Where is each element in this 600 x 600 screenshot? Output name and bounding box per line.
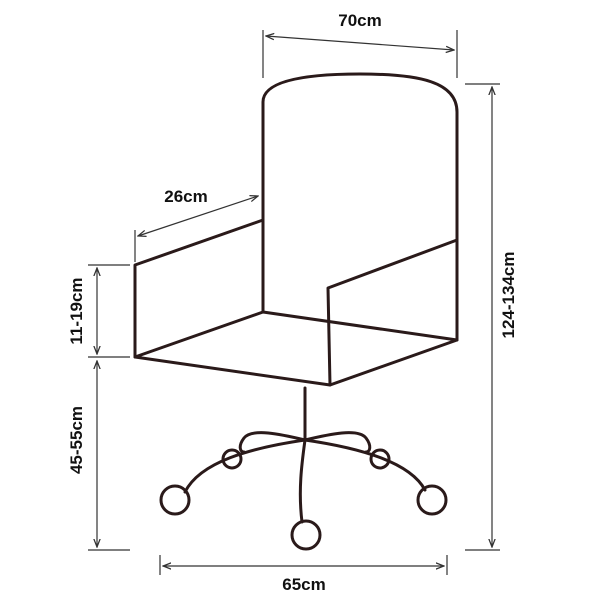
base-width-label: 65cm (282, 575, 325, 594)
caster-wheel-right (416, 484, 448, 516)
caster-wheel-front (290, 519, 322, 551)
base-leg-back-right (303, 431, 372, 454)
dimension-lines (88, 30, 500, 575)
armrest-depth-label: 26cm (164, 187, 207, 206)
right-armrest (326, 238, 459, 387)
seat-height-label: 45-55cm (67, 406, 86, 474)
caster-wheel-back-left (221, 448, 243, 470)
base-leg-right (303, 438, 427, 492)
base-leg-left (183, 438, 307, 494)
base-leg-front (298, 438, 307, 524)
base-leg-back-left (238, 431, 307, 454)
seat-width-label: 70cm (338, 11, 381, 30)
caster-wheel-back-right (369, 448, 391, 470)
seat-width-arrow (266, 36, 454, 50)
chair-outline (133, 72, 459, 387)
seat-shape (133, 310, 459, 387)
chair-base (159, 386, 448, 551)
backrest-shape (261, 72, 459, 342)
left-armrest (133, 218, 265, 359)
total-height-label: 124-134cm (499, 252, 518, 339)
caster-wheel-left (159, 484, 191, 516)
armrest-depth-arrow (138, 196, 258, 236)
armrest-height-label: 11-19cm (67, 277, 86, 344)
